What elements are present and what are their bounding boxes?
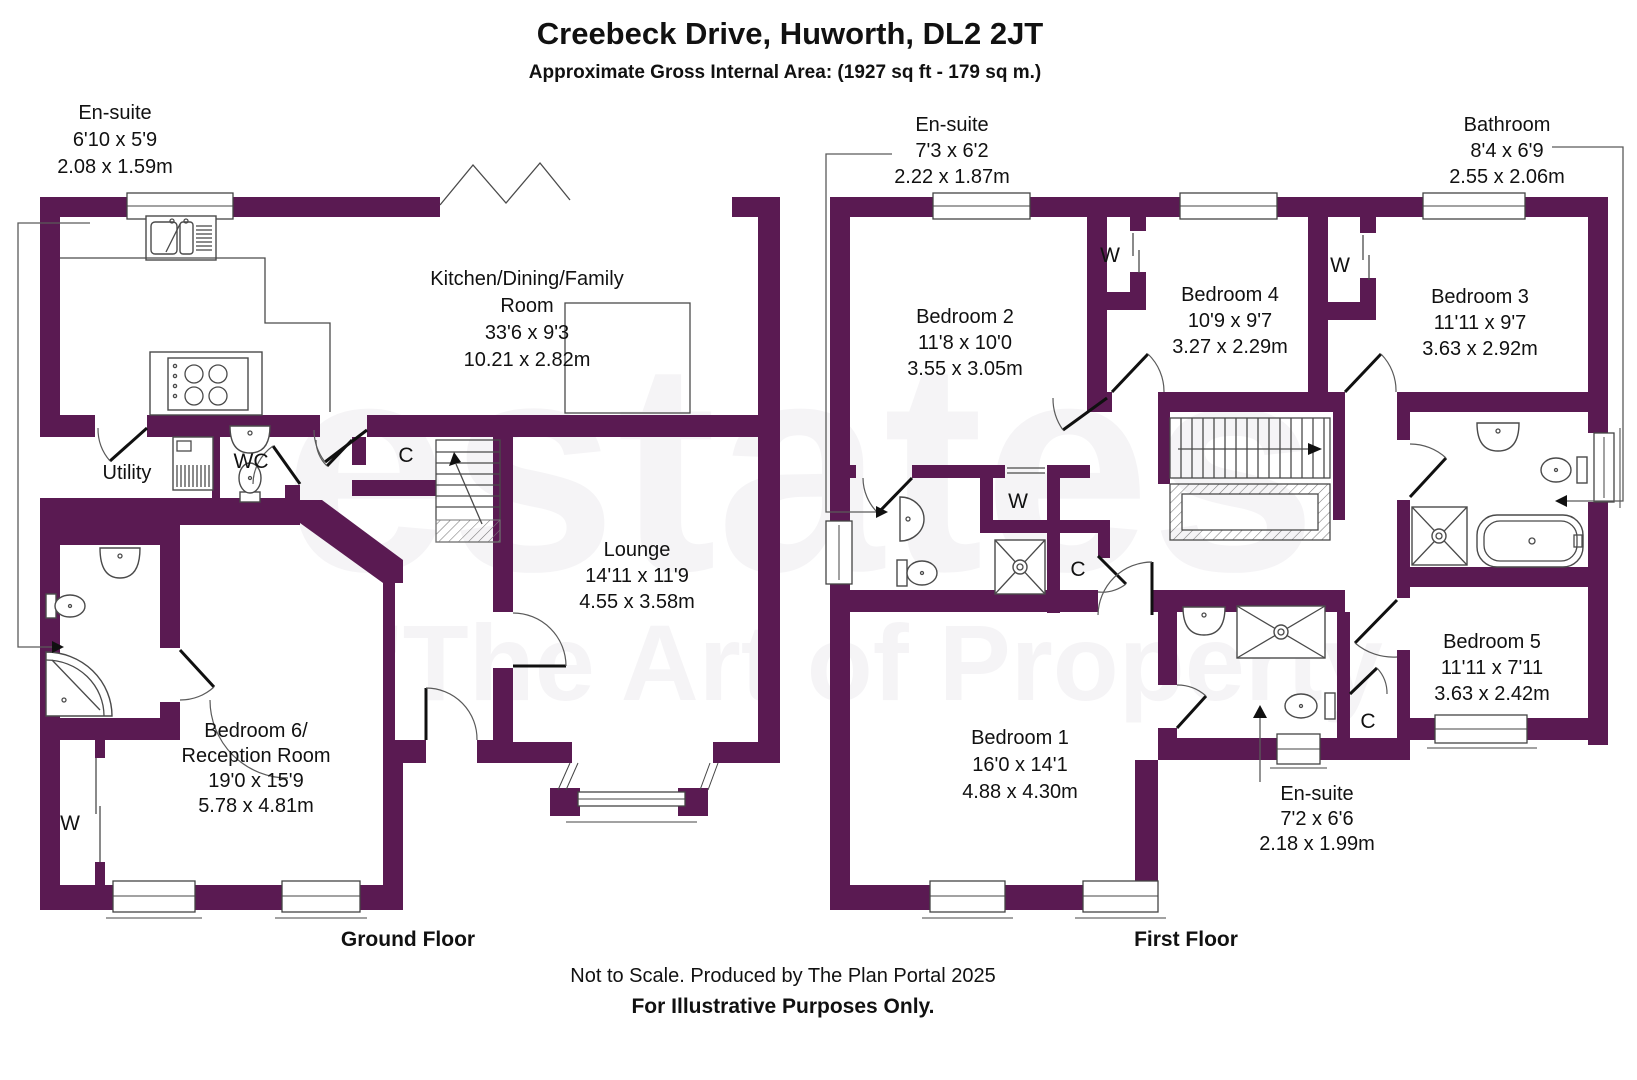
bottom-ensuite-fixtures xyxy=(1182,605,1336,720)
bedroom3-name: Bedroom 3 xyxy=(1431,286,1529,308)
footer: Not to Scale. Produced by The Plan Porta… xyxy=(570,965,995,1018)
first-floor-leaders xyxy=(825,146,1624,782)
bedroom4-imperial: 10'9 x 9'7 xyxy=(1188,310,1272,332)
bedroom5-metric: 3.63 x 2.42m xyxy=(1434,683,1550,705)
dining-table xyxy=(564,302,691,414)
page-title: Creebeck Drive, Huworth, DL2 2JT xyxy=(537,16,1044,51)
first-floor-title: First Floor xyxy=(1134,928,1238,951)
first-floor-walls xyxy=(830,197,1608,910)
bedroom2-ensuite-fixtures xyxy=(896,496,1046,595)
header: Creebeck Drive, Huworth, DL2 2JT Approxi… xyxy=(529,16,1044,83)
lounge-metric: 4.55 x 3.58m xyxy=(579,591,695,613)
bottom-cupboard-label: C xyxy=(1360,710,1375,733)
bedroom4-wardrobe-label: W xyxy=(1100,244,1120,267)
bathroom-imperial: 8'4 x 6'9 xyxy=(1470,140,1543,162)
landing-cupboard-label: C xyxy=(1070,558,1085,581)
bedroom6-wardrobe-doors xyxy=(95,758,101,862)
bathroom-name: Bathroom xyxy=(1464,114,1551,136)
watermark-line1: estates xyxy=(283,298,1317,634)
first-floor-windows xyxy=(825,192,1621,919)
kitchen-imperial: 33'6 x 9'3 xyxy=(485,322,569,344)
ground-floor-doors xyxy=(97,426,567,779)
first-floor-doors xyxy=(862,352,1448,730)
ground-ensuite-fixtures xyxy=(45,547,141,717)
footer-line1: Not to Scale. Produced by The Plan Porta… xyxy=(570,965,995,987)
bedroom4-name: Bedroom 4 xyxy=(1181,284,1279,306)
ground-floor-title: Ground Floor xyxy=(341,928,475,951)
bedroom6-name-2: Reception Room xyxy=(182,745,331,767)
bedroom2-name: Bedroom 2 xyxy=(916,306,1014,328)
bedroom5-name: Bedroom 5 xyxy=(1443,631,1541,653)
ground-floor-plan: En-suite 6'10 x 5'9 2.08 x 1.59m Kitchen… xyxy=(17,102,780,951)
bedroom2-imperial: 11'8 x 10'0 xyxy=(918,332,1012,354)
page-subtitle: Approximate Gross Internal Area: (1927 s… xyxy=(529,62,1041,83)
kitchen-hob xyxy=(149,351,263,416)
ff-ensuite-bottom-metric: 2.18 x 1.99m xyxy=(1259,833,1375,855)
bedroom6-name-1: Bedroom 6/ xyxy=(204,720,308,742)
bedroom3-wardrobe-label: W xyxy=(1330,254,1350,277)
ground-floor-labels: En-suite 6'10 x 5'9 2.08 x 1.59m Kitchen… xyxy=(57,102,695,951)
kitchen-opening-zigzag xyxy=(439,161,571,206)
footer-line2: For Illustrative Purposes Only. xyxy=(631,995,934,1018)
kitchen-name-1: Kitchen/Dining/Family xyxy=(430,268,623,290)
gf-wardrobe-label: W xyxy=(60,812,80,835)
landing-wardrobe-label: W xyxy=(1008,490,1028,513)
utility-washer xyxy=(172,436,214,491)
ff-ensuite-bottom-name: En-suite xyxy=(1280,783,1353,805)
bedroom3-metric: 3.63 x 2.92m xyxy=(1422,338,1538,360)
watermark-line2: 'The Art of Property xyxy=(377,602,1383,723)
bathroom-fixtures xyxy=(1411,422,1588,568)
lounge-imperial: 14'11 x 11'9 xyxy=(585,565,689,587)
ground-ensuite-leader xyxy=(17,222,90,653)
bedroom1-name: Bedroom 1 xyxy=(971,727,1069,749)
bedroom4-metric: 3.27 x 2.29m xyxy=(1172,336,1288,358)
bedroom6-imperial: 19'0 x 15'9 xyxy=(208,770,304,792)
kitchen-sink-unit xyxy=(145,215,217,261)
first-floor-wardrobe-doors xyxy=(1007,233,1370,474)
wc-name: WC xyxy=(234,450,269,473)
first-floor-plan: En-suite 7'3 x 6'2 2.22 x 1.87m Bathroom… xyxy=(825,114,1624,951)
first-floor-stairs xyxy=(1169,417,1331,541)
bedroom5-imperial: 11'11 x 7'11 xyxy=(1441,657,1543,679)
ff-ensuite-top-metric: 2.22 x 1.87m xyxy=(894,166,1010,188)
kitchen-name-2: Room xyxy=(500,295,553,317)
gf-ensuite-metric: 2.08 x 1.59m xyxy=(57,156,173,178)
bedroom2-metric: 3.55 x 3.05m xyxy=(907,358,1023,380)
gf-ensuite-imperial: 6'10 x 5'9 xyxy=(73,129,157,151)
utility-name: Utility xyxy=(103,462,152,484)
bedroom6-metric: 5.78 x 4.81m xyxy=(198,795,314,817)
ground-floor-windows xyxy=(106,192,719,919)
ff-ensuite-bottom-imperial: 7'2 x 6'6 xyxy=(1280,808,1353,830)
ff-ensuite-top-name: En-suite xyxy=(915,114,988,136)
bedroom1-imperial: 16'0 x 14'1 xyxy=(972,754,1068,776)
bedroom3-imperial: 11'11 x 9'7 xyxy=(1434,312,1527,334)
bedroom1-metric: 4.88 x 4.30m xyxy=(962,781,1078,803)
gf-ensuite-name: En-suite xyxy=(78,102,151,124)
ground-stairs xyxy=(435,439,501,543)
ff-ensuite-top-imperial: 7'3 x 6'2 xyxy=(915,140,988,162)
kitchen-worktop xyxy=(60,257,331,412)
kitchen-metric: 10.21 x 2.82m xyxy=(464,349,591,371)
bathroom-metric: 2.55 x 2.06m xyxy=(1449,166,1565,188)
first-floor-labels: En-suite 7'3 x 6'2 2.22 x 1.87m Bathroom… xyxy=(894,114,1565,951)
gf-cupboard-label: C xyxy=(398,444,413,467)
lounge-name: Lounge xyxy=(604,539,671,561)
